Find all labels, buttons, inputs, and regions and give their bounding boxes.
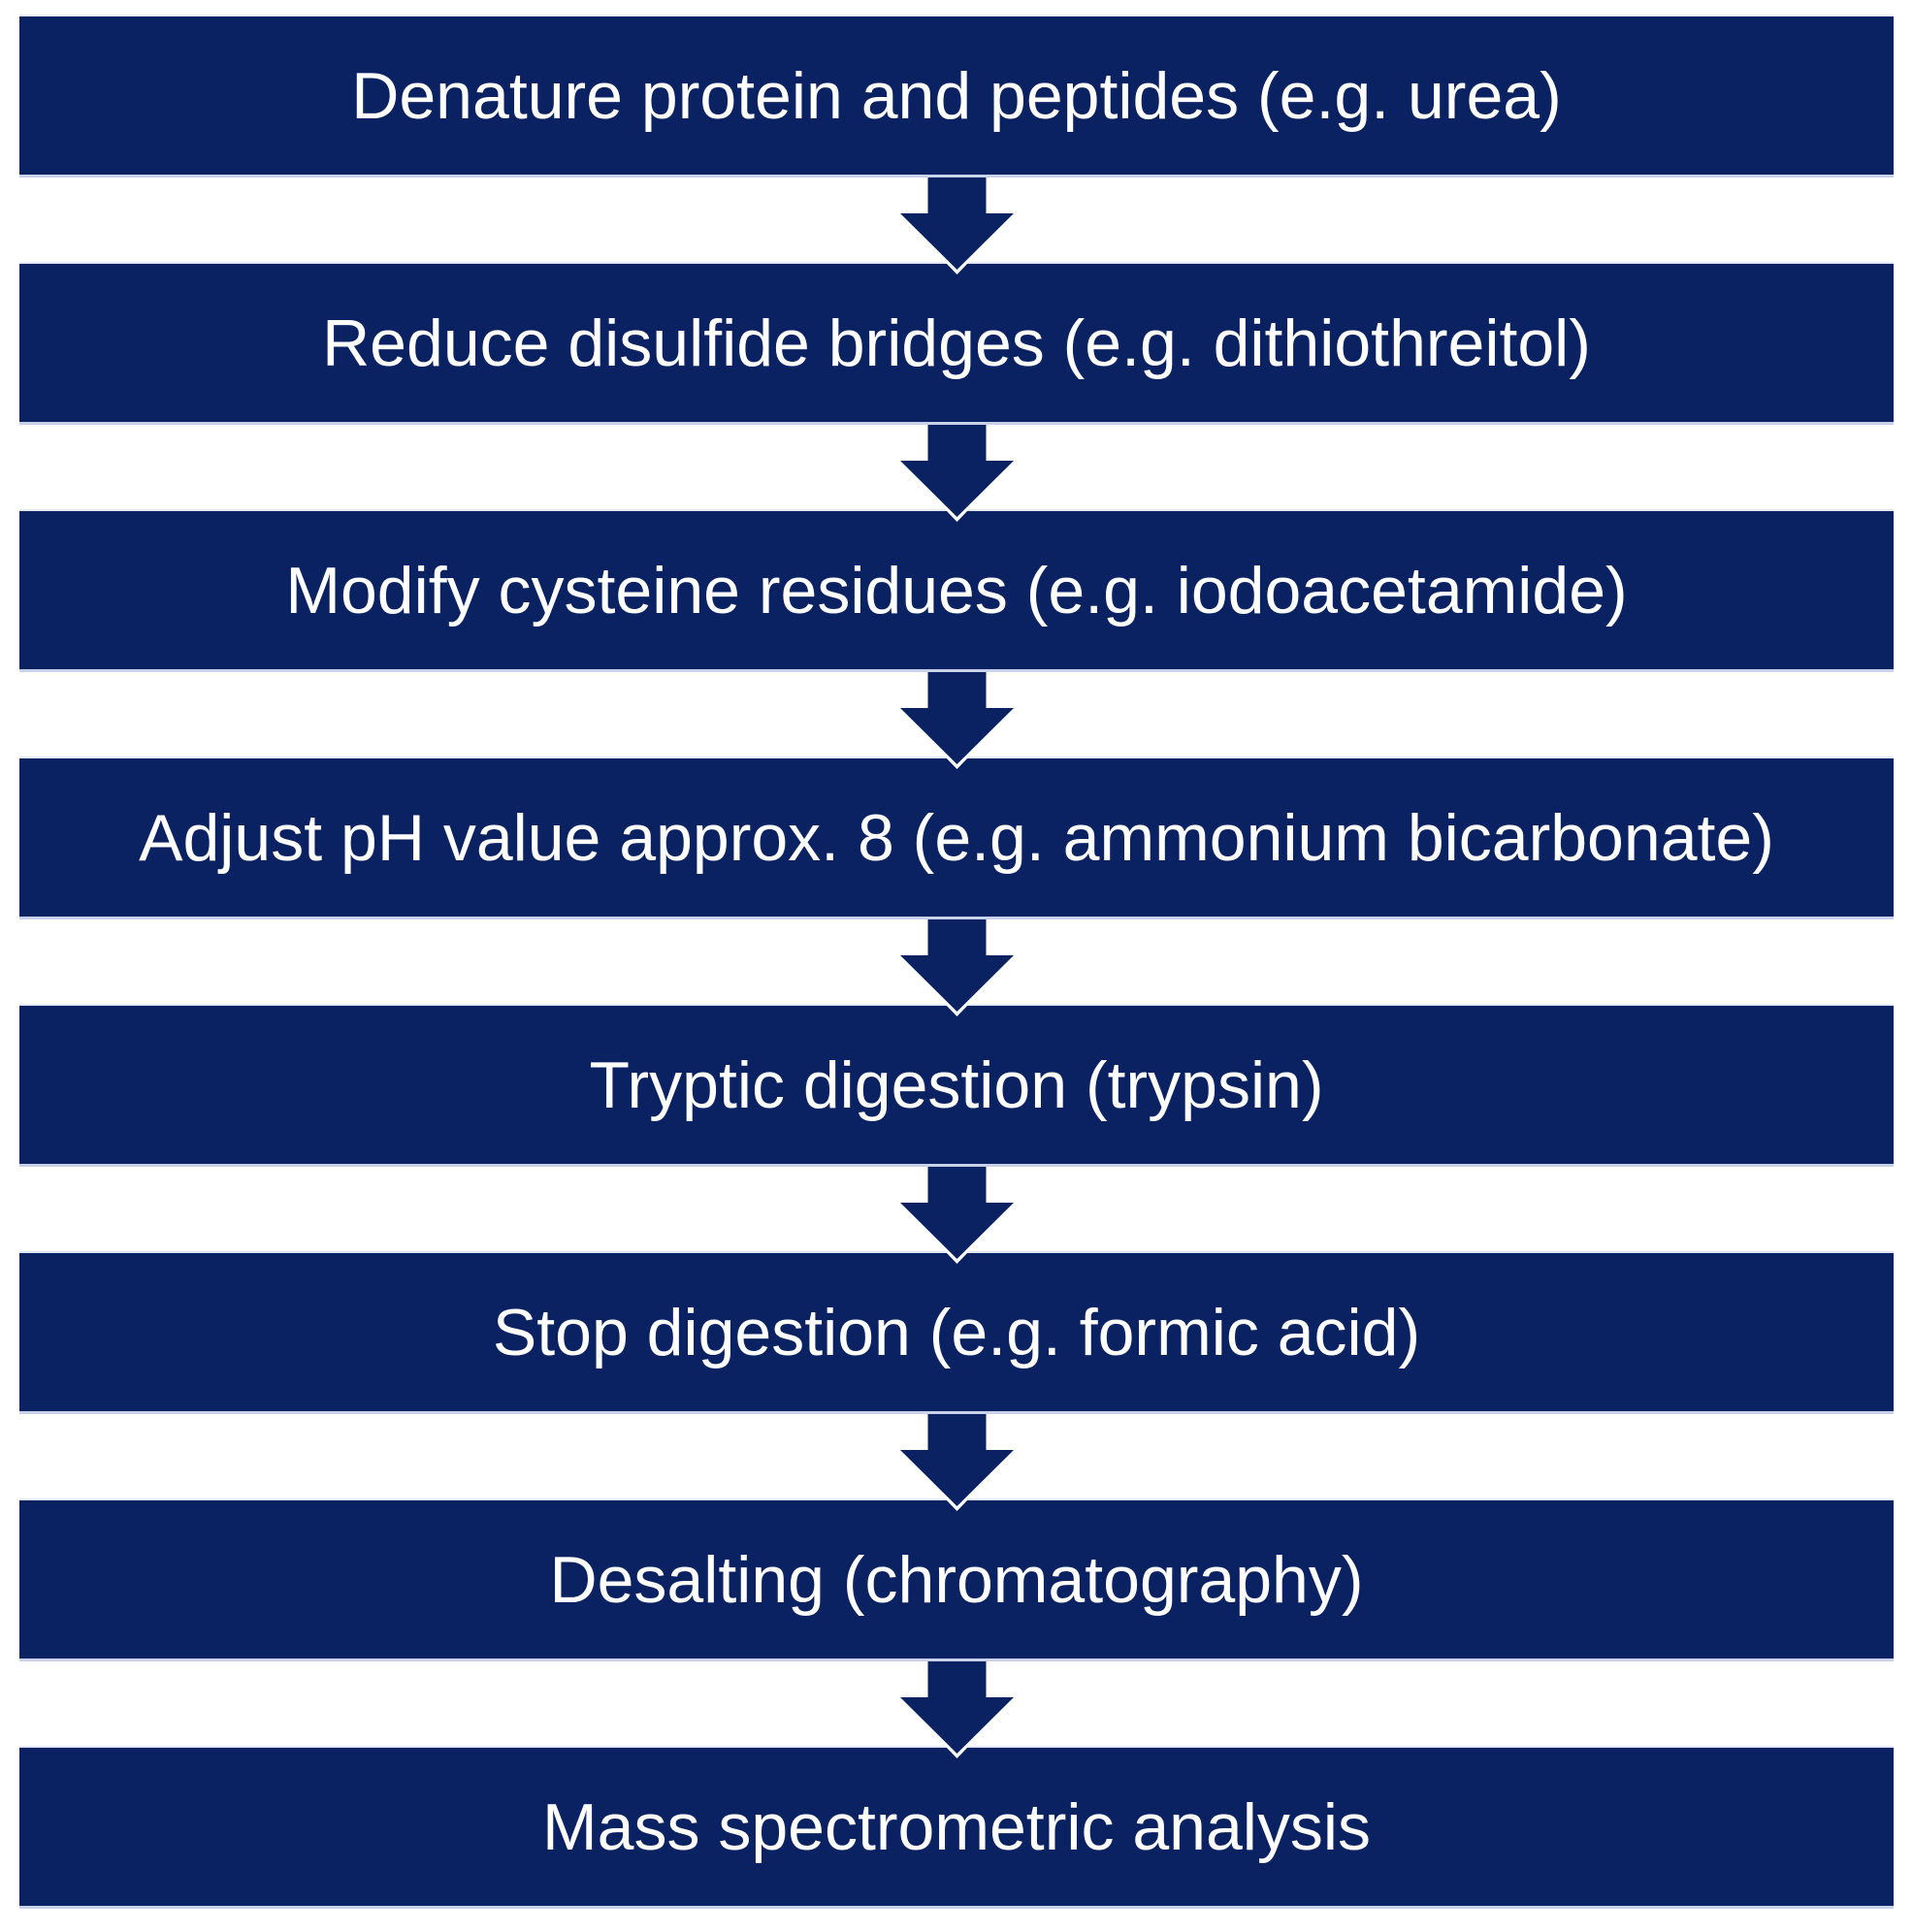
down-arrow-icon [896,1414,1017,1511]
flow-step-label: Mass spectrometric analysis [541,1789,1372,1864]
flow-connector [19,177,1894,274]
flow-step: Adjust pH value approx. 8 (e.g. ammonium… [19,757,1894,919]
flow-step: Reduce disulfide bridges (e.g. dithiothr… [19,262,1894,425]
flow-step: Modify cysteine residues (e.g. iodoaceta… [19,509,1894,672]
flow-step: Mass spectrometric analysis [19,1746,1894,1909]
flow-step-label: Modify cysteine residues (e.g. iodoaceta… [285,553,1628,628]
flow-step: Tryptic digestion (trypsin) [19,1004,1894,1167]
flow-connector [19,672,1894,769]
flow-connector [19,919,1894,1016]
flow-step-label: Reduce disulfide bridges (e.g. dithiothr… [322,306,1591,380]
flow-step-label: Desalting (chromatography) [549,1542,1364,1617]
flow-step: Desalting (chromatography) [19,1498,1894,1661]
down-arrow-icon [896,672,1017,769]
down-arrow-icon [896,177,1017,274]
flow-step-label: Denature protein and peptides (e.g. urea… [351,58,1562,133]
down-arrow-icon [896,919,1017,1016]
flow-connector [19,425,1894,522]
flow-connector [19,1167,1894,1264]
down-arrow-icon [896,425,1017,522]
down-arrow-icon [896,1661,1017,1758]
flow-connector [19,1414,1894,1511]
flow-step: Stop digestion (e.g. formic acid) [19,1251,1894,1414]
flow-connector [19,1661,1894,1758]
flow-step-label: Tryptic digestion (trypsin) [589,1047,1324,1122]
flow-step-label: Adjust pH value approx. 8 (e.g. ammonium… [139,800,1774,875]
down-arrow-icon [896,1167,1017,1264]
flow-step: Denature protein and peptides (e.g. urea… [19,15,1894,177]
flow-step-label: Stop digestion (e.g. formic acid) [492,1295,1421,1369]
